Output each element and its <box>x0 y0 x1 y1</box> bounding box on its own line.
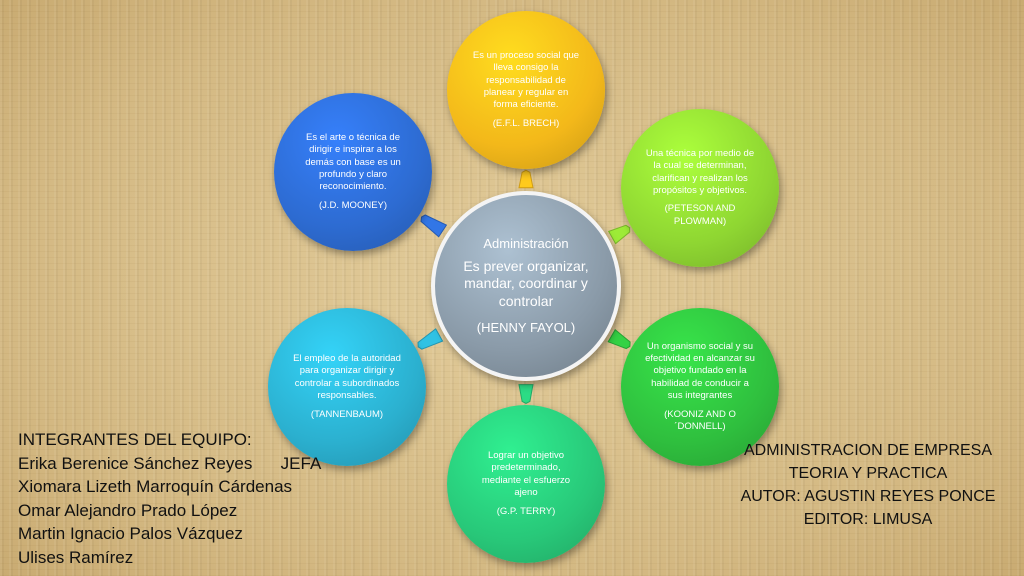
book-line: AUTOR: AGUSTIN REYES PONCE <box>740 488 996 505</box>
node-reference: (PETESON AND PLOWMAN) <box>664 203 736 227</box>
center-reference: (HENNY FAYOL) <box>476 320 576 336</box>
node-reference: (E.F.L. BRECH) <box>492 117 560 129</box>
team-member: Erika Berenice Sánchez Reyes JEFA <box>18 453 322 473</box>
node-text: El empleo de la autoridad para organizar… <box>293 353 401 402</box>
team-member: Omar Alejandro Prado López <box>18 500 238 520</box>
node-reference: (KOONIZ AND O´DONNELL) <box>664 408 736 432</box>
connector-arrow <box>518 169 534 189</box>
node-text: Una técnica por medio de la cual se dete… <box>645 147 755 196</box>
connector-arrow <box>420 214 448 238</box>
book-line: EDITOR: LIMUSA <box>803 511 933 528</box>
connector-arrow <box>417 328 444 350</box>
node-text: Lograr un objetivo predeterminado, media… <box>481 450 571 499</box>
node-reference: (G.P. TERRY) <box>496 505 556 517</box>
node-reference: (J.D. MOONEY) <box>318 199 388 211</box>
team-member: Ulises Ramírez <box>18 547 134 567</box>
book-reference: ADMINISTRACION DE EMPRESA TEORIA Y PRACT… <box>738 439 998 531</box>
team-heading: INTEGRANTES DEL EQUIPO: <box>18 430 252 449</box>
node-bottom: Lograr un objetivo predeterminado, media… <box>447 405 605 563</box>
node-upper-left: Es el arte o técnica de dirigir e inspir… <box>274 93 432 251</box>
center-heading: Administración <box>483 235 569 251</box>
connector-arrow <box>607 328 631 350</box>
node-lower-left: El empleo de la autoridad para organizar… <box>268 308 426 466</box>
book-line: ADMINISTRACION DE EMPRESA <box>743 442 993 459</box>
node-lower-right: Un organismo social y su efectividad en … <box>621 308 779 466</box>
team-member: Xiomara Lizeth Marroquín Cárdenas <box>18 477 293 496</box>
node-upper-right: Una técnica por medio de la cual se dete… <box>621 109 779 267</box>
node-reference: (TANNENBAUM) <box>310 408 384 420</box>
team-member: Martin Ignacio Palos Vázquez <box>18 524 243 543</box>
connector-arrow <box>607 224 631 245</box>
node-text: Es un proceso social que lleva consigo l… <box>472 49 580 111</box>
team-members: INTEGRANTES DEL EQUIPO: Erika Berenice S… <box>18 428 322 569</box>
book-line: TEORIA Y PRACTICA <box>788 465 948 482</box>
center-circle: Administración Es prever organizar, mand… <box>431 191 621 381</box>
connector-arrow <box>518 384 534 404</box>
node-text: Un organismo social y su efectividad en … <box>645 340 755 402</box>
node-top: Es un proceso social que lleva consigo l… <box>447 11 605 169</box>
node-text: Es el arte o técnica de dirigir e inspir… <box>305 131 401 193</box>
center-text: Es prever organizar, mandar, coordinar y… <box>463 257 589 309</box>
